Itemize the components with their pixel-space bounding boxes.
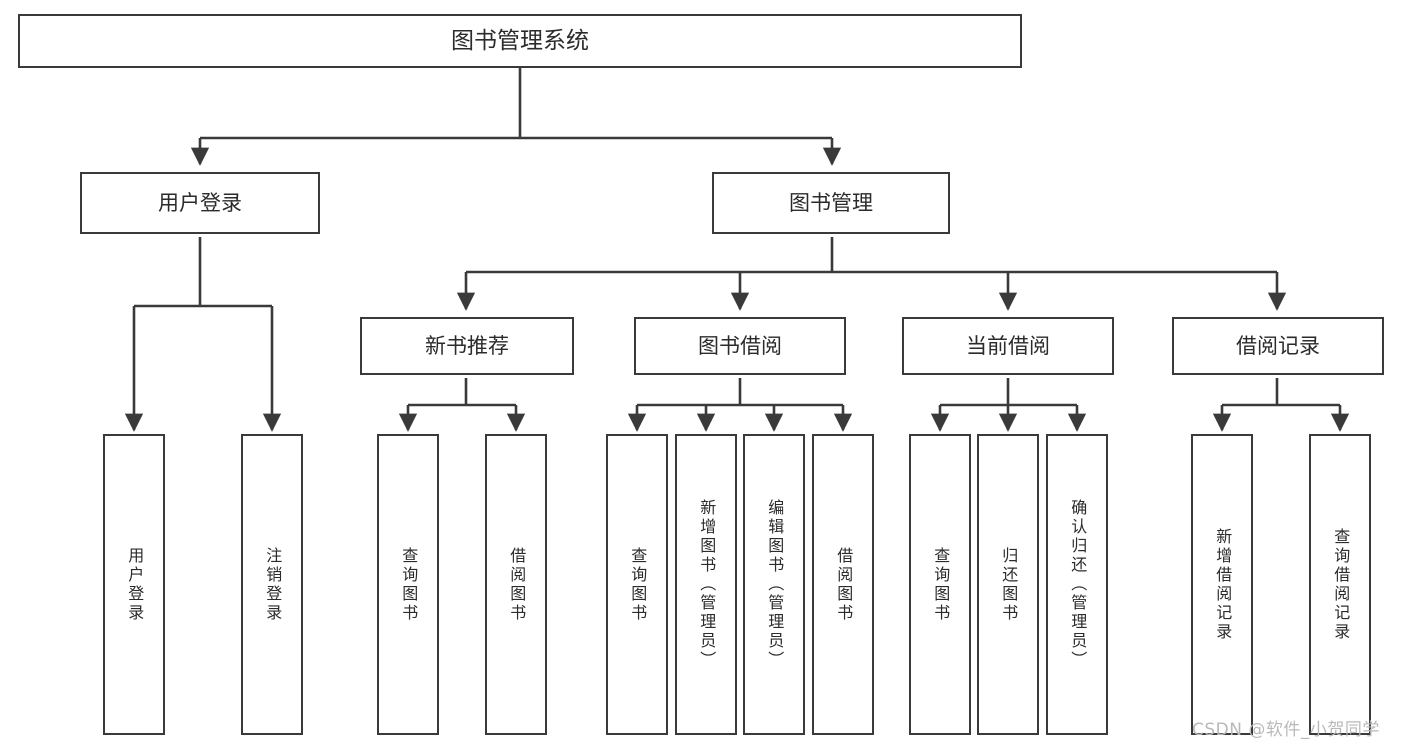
node-label: 用户登录 <box>125 546 145 623</box>
node-user-login[interactable]: 用户登录 <box>80 172 320 234</box>
leaf-confirm-return-admin[interactable]: 确认归还（管理员） <box>1046 434 1108 735</box>
node-label: 新增借阅记录 <box>1213 527 1233 642</box>
leaf-return-book[interactable]: 归还图书 <box>977 434 1039 735</box>
node-label: 查询图书 <box>399 546 419 623</box>
node-label: 查询图书 <box>931 546 951 623</box>
node-new-book-recommend[interactable]: 新书推荐 <box>360 317 574 375</box>
leaf-user-login[interactable]: 用户登录 <box>103 434 165 735</box>
leaf-query-book-current[interactable]: 查询图书 <box>909 434 971 735</box>
node-label: 当前借阅 <box>966 333 1050 358</box>
node-label: 借阅记录 <box>1236 333 1320 358</box>
leaf-borrow-book[interactable]: 借阅图书 <box>812 434 874 735</box>
node-label: 新书推荐 <box>425 333 509 358</box>
node-root-system[interactable]: 图书管理系统 <box>18 14 1022 68</box>
node-label: 图书管理 <box>789 190 873 215</box>
node-label: 新增图书（管理员） <box>697 499 717 670</box>
node-label: 借阅图书 <box>507 546 527 623</box>
node-label: 注销登录 <box>263 546 283 623</box>
leaf-logout[interactable]: 注销登录 <box>241 434 303 735</box>
leaf-query-book-recommend[interactable]: 查询图书 <box>377 434 439 735</box>
node-label: 借阅图书 <box>834 546 854 623</box>
leaf-add-borrow-record[interactable]: 新增借阅记录 <box>1191 434 1253 735</box>
node-label: 归还图书 <box>999 546 1019 623</box>
csdn-watermark: CSDN @软件_小贺同学 <box>1192 720 1380 740</box>
leaf-edit-book-admin[interactable]: 编辑图书（管理员） <box>743 434 805 735</box>
node-label: 编辑图书（管理员） <box>765 499 785 670</box>
node-current-borrow[interactable]: 当前借阅 <box>902 317 1114 375</box>
node-label: 图书管理系统 <box>451 27 589 54</box>
node-borrow-record[interactable]: 借阅记录 <box>1172 317 1384 375</box>
node-book-borrow[interactable]: 图书借阅 <box>634 317 846 375</box>
node-label: 用户登录 <box>158 190 242 215</box>
node-label: 确认归还（管理员） <box>1068 499 1088 670</box>
leaf-query-book-borrow[interactable]: 查询图书 <box>606 434 668 735</box>
leaf-add-book-admin[interactable]: 新增图书（管理员） <box>675 434 737 735</box>
node-book-management[interactable]: 图书管理 <box>712 172 950 234</box>
leaf-borrow-book-recommend[interactable]: 借阅图书 <box>485 434 547 735</box>
leaf-query-borrow-record[interactable]: 查询借阅记录 <box>1309 434 1371 735</box>
node-label: 查询图书 <box>628 546 648 623</box>
node-label: 图书借阅 <box>698 333 782 358</box>
node-label: 查询借阅记录 <box>1331 527 1351 642</box>
